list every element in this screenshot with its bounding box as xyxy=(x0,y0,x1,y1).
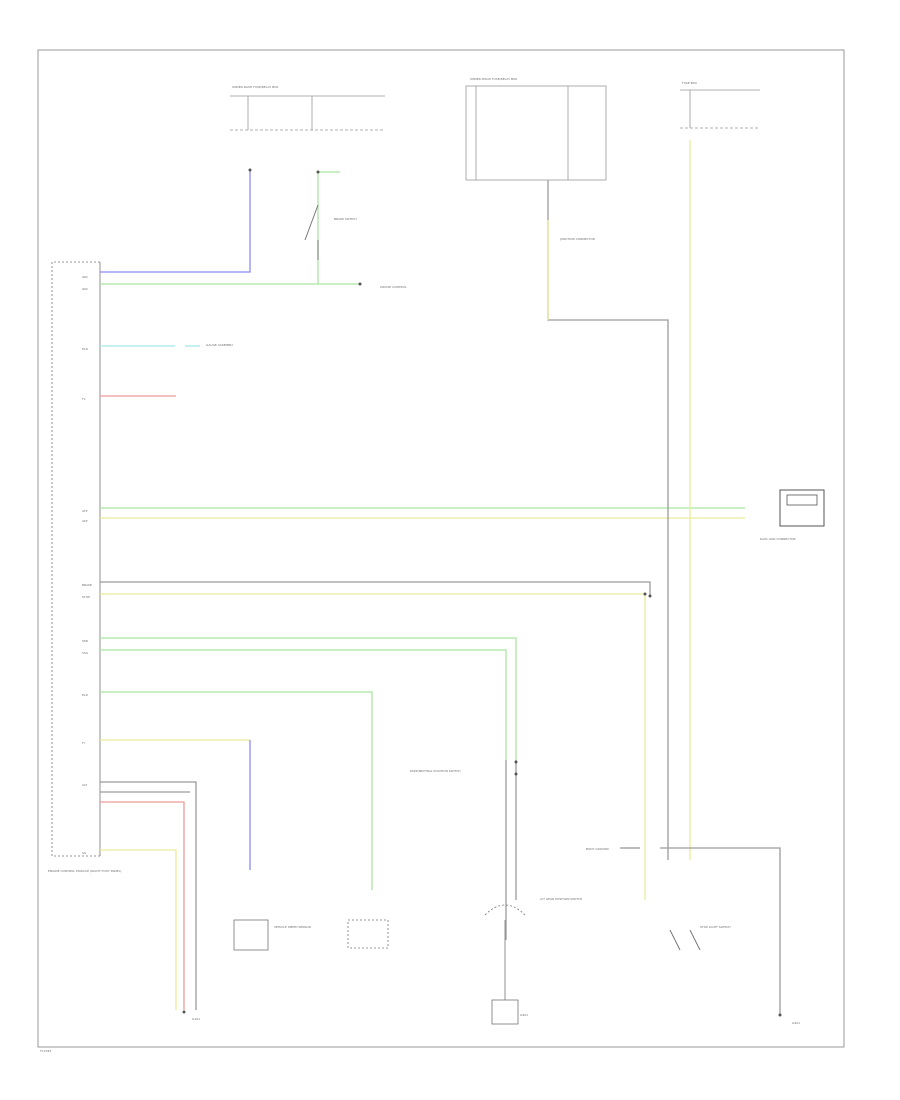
ecm-pin-ign-1: IGN xyxy=(82,275,87,279)
ecm-pin-stop: STOP xyxy=(82,595,90,599)
speed-sensor-label: VEHICLE SPEED SENSOR xyxy=(274,925,311,929)
data-link-connector-label: DATA LINK CONNECTOR xyxy=(760,537,796,541)
at-gear-switch-label: A/T GEAR POSITION SWITCH xyxy=(540,897,582,901)
wire-junction xyxy=(547,140,691,860)
ecm-pin-fi: FI xyxy=(82,741,85,745)
fuse-box-3 xyxy=(680,89,760,129)
ecm-pin-eld: ELD xyxy=(82,347,89,351)
ecm-pin-alt: ALT xyxy=(82,783,87,787)
fuse-box-1-label: UNDER-DASH FUSE/RELAY BOX xyxy=(232,85,278,89)
ecm-caption: ENGINE CONTROL MODULE (RIGHT FOOT PANEL) xyxy=(48,869,121,873)
ground-2-label: G401 xyxy=(520,1013,528,1017)
wire-atp xyxy=(100,507,745,519)
park-neutral-label: PARK/NEUTRAL POSITION SWITCH xyxy=(410,769,461,773)
fuse-box-2-label: UNDER-HOOD FUSE/RELAY BOX xyxy=(470,77,517,81)
connector-dots xyxy=(182,168,782,1017)
diagram-frame xyxy=(37,49,845,1048)
wire-ign-green xyxy=(100,171,360,285)
wire-eld-2 xyxy=(100,691,373,890)
ecm-pin-fl: FL xyxy=(82,397,86,401)
ecm-pin-eld-2: ELD xyxy=(82,693,89,697)
cruise-unit-symbol xyxy=(347,919,389,949)
ground-1-label: G101 xyxy=(192,1017,200,1021)
stop-light-switch-label: STOP LIGHT SWITCH xyxy=(700,925,731,929)
ecm-pin-vss: VSS xyxy=(82,651,88,655)
brake-switch-symbol xyxy=(304,204,319,260)
ecm-pin-sg: SG xyxy=(82,851,87,855)
cruise-control-label: CRUISE CONTROL xyxy=(380,285,407,289)
ecm-pin-atp-1: ATP xyxy=(82,509,88,513)
junction-connector-label: JUNCTION CONNECTOR xyxy=(559,237,595,241)
fuse-box-1 xyxy=(230,95,385,131)
stop-light-switch-area xyxy=(620,847,781,1015)
gauge-assembly-label: GAUGE ASSEMBLY xyxy=(206,343,233,347)
ecm-pin-ign-2: IGN xyxy=(82,287,87,291)
ecm-module-box xyxy=(51,261,100,857)
ecm-pin-atp-2: ATP xyxy=(82,519,88,523)
fuse-box-2 xyxy=(465,85,607,181)
wire-brake xyxy=(100,581,651,900)
body-ground-label: BODY GROUND xyxy=(586,847,610,851)
brake-switch-label: BRAKE SWITCH xyxy=(334,217,357,221)
wire-spd xyxy=(100,637,517,760)
data-link-connector-symbol xyxy=(779,489,825,527)
footer-code: T12345 xyxy=(39,1049,51,1053)
ecm-pin-brake: BRAKE xyxy=(82,583,92,587)
wire-ign-blue xyxy=(100,170,251,273)
fuse-box-3-label: FUSE BOX xyxy=(682,81,697,85)
vehicle-speed-sensor-symbol xyxy=(233,919,269,951)
wire-alt xyxy=(100,781,197,1010)
wire-fi xyxy=(100,739,251,870)
ecm-pin-spd: SPD xyxy=(82,639,89,643)
ground-3-label: G201 xyxy=(792,1021,800,1025)
at-gear-switch-area xyxy=(484,760,526,1025)
